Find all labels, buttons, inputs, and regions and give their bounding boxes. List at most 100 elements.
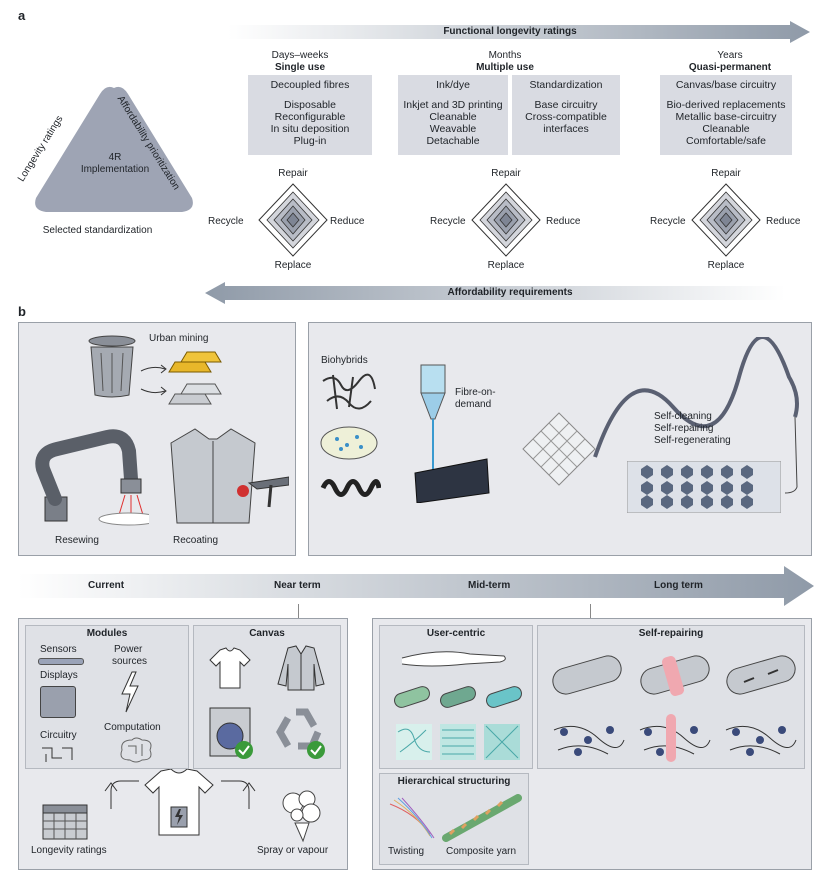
woven-mesh-icon [522,412,596,486]
recoating-label: Recoating [173,535,219,546]
display-icon [40,686,76,718]
washing-machine-icon [209,707,253,759]
timeline-long-term: Long term [654,580,703,591]
recoating-vest-icon [170,428,289,524]
card-line: Cleanable [702,123,750,135]
triangle-center-label-2: Implementation [80,164,150,175]
card-line: Base circuitry [534,99,598,111]
functional-longevity-label: Functional longevity ratings [443,26,577,37]
card-line: Disposable [284,99,336,111]
card-spacer [398,91,508,99]
quasi-permanent-card: Canvas/base circuitry Bio-derived replac… [660,75,792,155]
jacket-icon [277,645,325,691]
longevity-ratings-label: Longevity ratings [31,845,107,856]
quasi-permanent-duration: Years [717,50,743,61]
card-line: Canvas/base circuitry [675,79,777,91]
spray-label: Spray or vapour [257,845,329,856]
radar-replace-label: Replace [274,260,312,271]
future-technologies-panel: Biohybrids Fibre-on- demand Self-cleanin… [308,322,812,556]
card-spacer [248,91,372,99]
card-line: Inkjet and 3D printing [403,99,503,111]
radar-chart [691,183,761,257]
computation-label: Computation [104,722,161,733]
urban-mining-label: Urban mining [149,333,209,344]
fibre-printer-icon [414,364,490,503]
radar-chart [258,183,328,257]
mid-long-term-panel: User-centric Self-repairing [372,618,812,870]
modules-panel: Modules Sensors Displays Circuitry Power… [25,625,189,769]
circuitry-icon [42,747,73,762]
biohybrids-label: Biohybrids [321,355,368,366]
self-repairing-label: Self-repairing [654,423,714,434]
radar-replace-label: Replace [707,260,745,271]
single-use-card: Decoupled fibres Disposable Reconfigurab… [248,75,372,155]
card-line: Cleanable [429,111,477,123]
hierarchical-title: Hierarchical structuring [397,776,511,787]
triangle-bottom-label: Selected standardization [42,225,153,236]
sensors-label: Sensors [40,644,77,655]
card-line: Standardization [529,79,603,91]
self-repairing-panel: Self-repairing [537,625,805,769]
timeline-arrow [18,566,814,606]
card-line: In situ deposition [270,123,350,135]
twisting-yarn-icon [389,794,522,842]
timeline-mid-term: Mid-term [468,580,511,591]
molecular-chain-icon [627,461,781,513]
multiple-use-title: Multiple use [476,62,534,73]
lightning-icon [121,671,139,713]
user-centric-panel: User-centric [379,625,533,769]
card-line: Cross-compatible [525,111,607,123]
mid-term-connector [590,604,591,618]
timeline-near-term: Near term [274,580,321,591]
card-spacer [512,91,620,99]
displays-label: Displays [40,670,78,681]
functional-longevity-arrow [228,21,810,43]
robot-arm-icon [35,429,149,526]
multiple-use-duration: Months [488,50,522,61]
silver-bars-icon [168,383,222,405]
yarn-strand-icon [593,337,799,494]
card-line: interfaces [543,123,589,135]
card-line: Decoupled fibres [270,79,350,91]
biohybrid-network-icon [322,373,376,410]
panel-b-letter: b [18,304,26,319]
self-regenerating-label: Self-regenerating [654,435,731,446]
fibre-on-demand-label-2: demand [455,399,492,410]
self-repairing-title: Self-repairing [638,628,704,639]
near-term-connector [298,604,299,618]
current-practices-panel: Urban mining Resewing Recoating [18,322,296,556]
helix-icon [320,479,381,497]
card-line: Reconfigurable [274,111,346,123]
radar-quasi-permanent: Repair Recycle Reduce Replace [648,168,818,274]
radar-repair-label: Repair [278,168,308,179]
single-use-title: Single use [274,62,325,73]
affordability-arrow [205,282,785,304]
standardization-card: Standardization Base circuitry Cross-com… [512,75,620,155]
canvas-title: Canvas [249,628,285,639]
card-line: Weavable [429,123,477,135]
arrows-icon [140,364,167,396]
card-spacer [660,91,792,99]
radar-repair-label: Repair [711,168,741,179]
radar-chart [471,183,541,257]
brain-chip-icon [120,737,152,763]
hand-icon [401,651,506,667]
card-line: Plug-in [293,135,327,147]
hierarchical-structuring-panel: Hierarchical structuring Twisting Compos… [379,773,529,865]
trash-can-icon [88,335,136,398]
sensor-strip-icon [38,658,84,665]
single-use-duration: Days–weeks [271,50,329,61]
affordability-label: Affordability requirements [447,287,573,298]
card-line: Metallic base-circuitry [675,111,777,123]
recycle-icon [276,708,325,759]
fibre-on-demand-label-1: Fibre-on- [455,387,496,398]
composite-yarn-label: Composite yarn [446,846,517,857]
user-centric-title: User-centric [426,628,486,639]
radar-replace-label: Replace [487,260,525,271]
radar-multiple-use: Repair Recycle Reduce Replace [428,168,598,274]
radar-recycle-label: Recycle [208,216,244,227]
tshirt-icon [209,647,251,689]
resewing-label: Resewing [55,535,99,546]
circuitry-label: Circuitry [40,730,77,741]
modules-title: Modules [86,628,128,639]
